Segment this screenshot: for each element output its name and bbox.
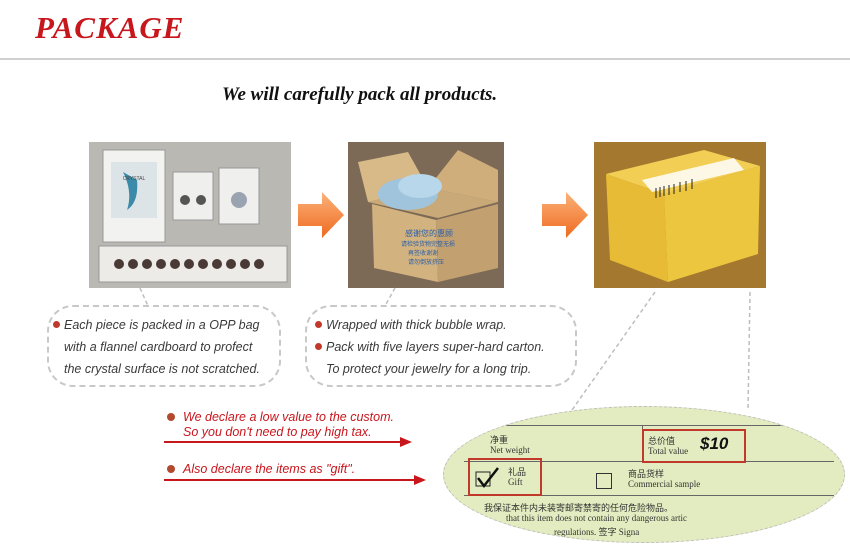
arrow-right-icon bbox=[542, 192, 588, 238]
customs-form-zoom: 净重 Net weight 总价值 Total value $10 礼品 Gif… bbox=[443, 406, 845, 543]
commercial-en: Commercial sample bbox=[628, 479, 701, 489]
form-footer-en: that this item does not contain any dang… bbox=[506, 513, 687, 523]
form-rule bbox=[464, 495, 834, 496]
bullet-icon bbox=[167, 465, 175, 473]
gift-en: Gift bbox=[508, 477, 523, 487]
photo-label: CRYSTAL bbox=[123, 176, 146, 182]
bullet-icon bbox=[53, 321, 60, 328]
net-weight-cn: 净重 bbox=[490, 435, 509, 445]
carton-print-line: 再签收谢谢 bbox=[408, 249, 438, 257]
arrow-right-icon bbox=[400, 437, 412, 447]
page-title: PACKAGE bbox=[35, 10, 185, 45]
note-line: the crystal surface is not scratched. bbox=[64, 362, 260, 376]
commercial-checkbox bbox=[596, 473, 612, 489]
note-bubble-bubble-wrap: Wrapped with thick bubble wrap. Pack wit… bbox=[305, 305, 577, 387]
title-divider bbox=[0, 58, 850, 60]
note-line: with a flannel cardboard to profect bbox=[64, 340, 253, 354]
carton-box-photo: 感谢您的惠顾 请检验货物完整无损 再签收谢谢 请勿倒放挤压 bbox=[348, 142, 504, 288]
commercial-cn: 商品货样 bbox=[628, 469, 665, 479]
note-line: To protect your jewelry for a long trip. bbox=[326, 362, 532, 376]
page-subtitle: We will carefully pack all products. bbox=[222, 84, 498, 105]
checkmark-icon bbox=[475, 467, 499, 489]
form-rule bbox=[464, 425, 834, 426]
form-footer-en: regulations. 签字 Signa bbox=[554, 527, 640, 537]
note-line: Wrapped with thick bubble wrap. bbox=[315, 318, 507, 332]
sealed-package-photo bbox=[594, 142, 766, 288]
declare-underline bbox=[164, 441, 400, 443]
note-bubble-opp-bag: Each piece is packed in a OPP bag with a… bbox=[47, 305, 281, 387]
carton-print-line: 请勿倒放挤压 bbox=[408, 258, 444, 266]
total-value-en: Total value bbox=[648, 446, 689, 456]
carton-print-line: 请检验货物完整无损 bbox=[401, 240, 455, 248]
note-line: Pack with five layers super-hard carton. bbox=[315, 340, 545, 354]
total-value-cn: 总价值 bbox=[648, 436, 676, 446]
gift-highlight: 礼品 Gift bbox=[468, 458, 542, 496]
declare-no-tax: So you don't need to pay high tax. bbox=[183, 425, 372, 439]
carton-print-line: 感谢您的惠顾 bbox=[405, 228, 453, 238]
bullet-icon bbox=[167, 413, 175, 421]
arrow-right-icon bbox=[414, 475, 426, 485]
declare-gift: Also declare the items as "gift". bbox=[167, 462, 355, 476]
opp-bag-photo: CRYSTAL bbox=[89, 142, 291, 288]
form-footer-cn: 我保证本件内未装寄邮寄禁寄的任何危险物品。 bbox=[484, 503, 674, 513]
total-value-highlight: 总价值 Total value $10 bbox=[642, 429, 746, 463]
total-value-amount: $10 bbox=[700, 434, 729, 453]
arrow-right-icon bbox=[298, 192, 344, 238]
declare-low-value: We declare a low value to the custom. bbox=[167, 410, 394, 424]
net-weight-en: Net weight bbox=[490, 445, 530, 455]
bullet-icon bbox=[315, 343, 322, 350]
gift-cn: 礼品 bbox=[508, 467, 527, 477]
note-line: Each piece is packed in a OPP bag bbox=[53, 318, 260, 332]
declare-underline bbox=[164, 479, 414, 481]
bullet-icon bbox=[315, 321, 322, 328]
